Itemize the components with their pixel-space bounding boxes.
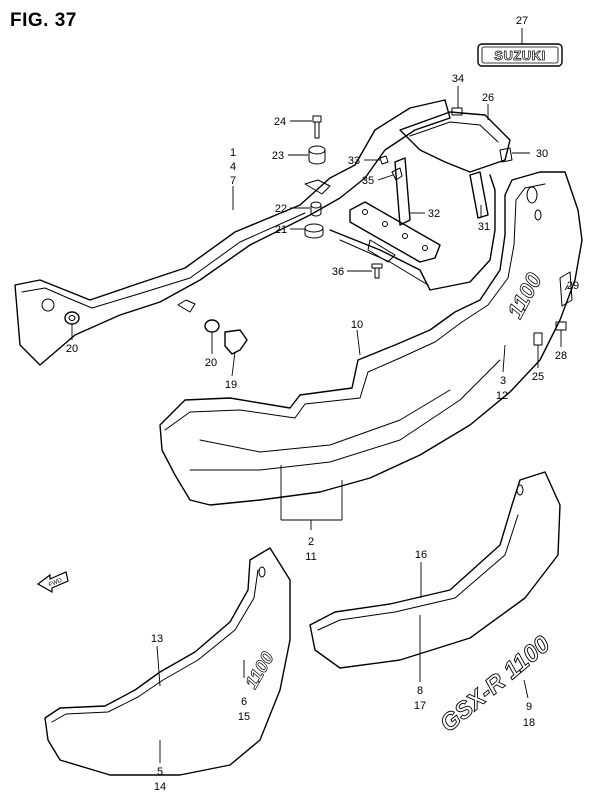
callout-10: 10	[351, 319, 363, 331]
callout-20-left: 20	[66, 343, 78, 355]
callout-8: 8	[417, 685, 423, 697]
callout-23: 23	[272, 150, 284, 162]
callout-13: 13	[151, 633, 163, 645]
rear-cowl: 1100	[159, 171, 583, 506]
left-side-cover: 1100	[44, 547, 291, 776]
tail-bracket	[394, 111, 511, 226]
frame-cover-left	[14, 99, 451, 366]
gsxr-logo-text: GSX-R 1100	[435, 630, 556, 737]
callout-27: 27	[516, 15, 528, 27]
callout-30: 30	[536, 148, 548, 160]
callout-18: 18	[523, 717, 535, 729]
svg-text:1100: 1100	[502, 268, 547, 322]
callout-36: 36	[332, 266, 344, 278]
callout-21: 21	[275, 224, 287, 236]
callout-12: 12	[496, 390, 508, 402]
callout-33: 33	[348, 155, 360, 167]
callout-15: 15	[238, 711, 250, 723]
callout-6: 6	[241, 696, 247, 708]
callout-2: 2	[308, 536, 314, 548]
callout-7: 7	[230, 175, 236, 187]
callout-25: 25	[532, 371, 544, 383]
small-parts	[64, 107, 573, 355]
suzuki-emblem: SUZUKI	[477, 43, 563, 67]
bracket-plate	[349, 201, 441, 263]
callout-32: 32	[428, 208, 440, 220]
right-side-cover	[309, 471, 561, 669]
callout-17: 17	[414, 700, 426, 712]
callout-19: 19	[225, 379, 237, 391]
callout-22: 22	[275, 203, 287, 215]
callout-11: 11	[305, 551, 316, 563]
callout-24: 24	[274, 116, 286, 128]
callout-9: 9	[526, 701, 532, 713]
suzuki-logo-text: SUZUKI	[494, 48, 545, 63]
callout-5: 5	[157, 766, 163, 778]
callout-14: 14	[154, 781, 166, 793]
callout-29: 29	[567, 280, 579, 292]
callout-28: 28	[555, 350, 567, 362]
callout-3: 3	[500, 375, 506, 387]
callout-labels: 27 34 26 24 1 4 7 23 33 30 35 22 32 21 3…	[66, 15, 579, 793]
forward-arrow-label: FWD	[48, 577, 64, 588]
callout-4: 4	[230, 161, 236, 173]
callout-20-middle: 20	[205, 357, 217, 369]
figure-title: FIG. 37	[10, 10, 77, 31]
callout-16: 16	[415, 549, 427, 561]
leader-lines	[71, 28, 569, 763]
svg-text:1100: 1100	[241, 648, 278, 692]
callout-35: 35	[362, 175, 374, 187]
forward-arrow: FWD	[36, 571, 69, 594]
callout-34: 34	[452, 73, 464, 85]
gsxr-decal: GSX-R 1100	[435, 630, 557, 738]
callout-31: 31	[478, 221, 490, 233]
callout-26: 26	[482, 92, 494, 104]
callout-1: 1	[230, 147, 236, 159]
